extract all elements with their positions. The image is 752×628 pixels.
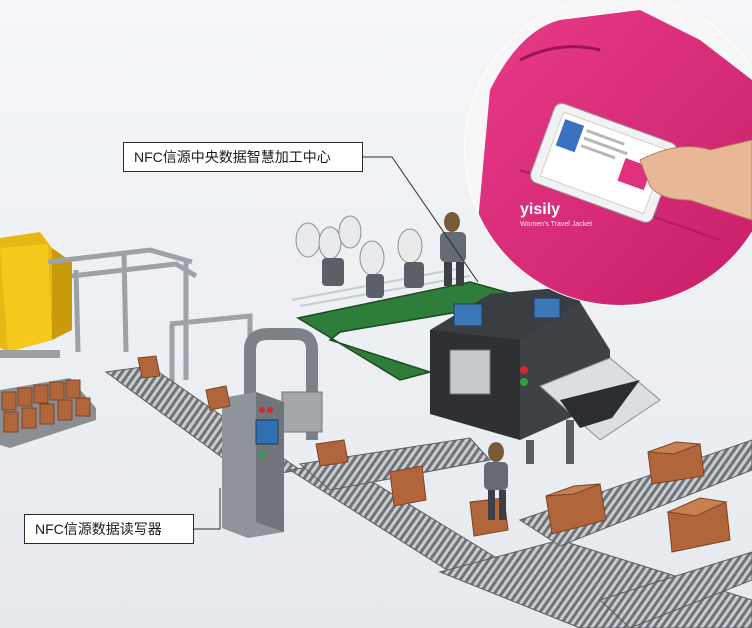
nfc-reader-cabinet bbox=[222, 392, 284, 538]
leader-central bbox=[363, 156, 479, 283]
inset-subtitle-text: Women's Travel Jacket bbox=[520, 221, 592, 228]
nfc-phone-jacket-inset: yisily Women's Travel Jacket bbox=[464, 0, 752, 306]
yellow-loader-machine bbox=[0, 232, 72, 358]
central-processing-label: NFC信源中央数据智慧加工中心 bbox=[123, 142, 363, 172]
smart-processing-machine bbox=[430, 286, 661, 464]
robot-arm-station bbox=[244, 328, 323, 440]
inset-brand-text: yisily bbox=[520, 201, 560, 218]
hand bbox=[639, 139, 752, 221]
mannequin-workers bbox=[295, 215, 424, 298]
left-pallet-boxes bbox=[0, 378, 96, 448]
leader-reader bbox=[194, 488, 221, 530]
smartphone bbox=[529, 102, 678, 223]
worker-woman-bottom bbox=[484, 442, 508, 520]
cardboard-boxes bbox=[137, 355, 731, 553]
nfc-reader-label: NFC信源数据读写器 bbox=[24, 514, 194, 544]
